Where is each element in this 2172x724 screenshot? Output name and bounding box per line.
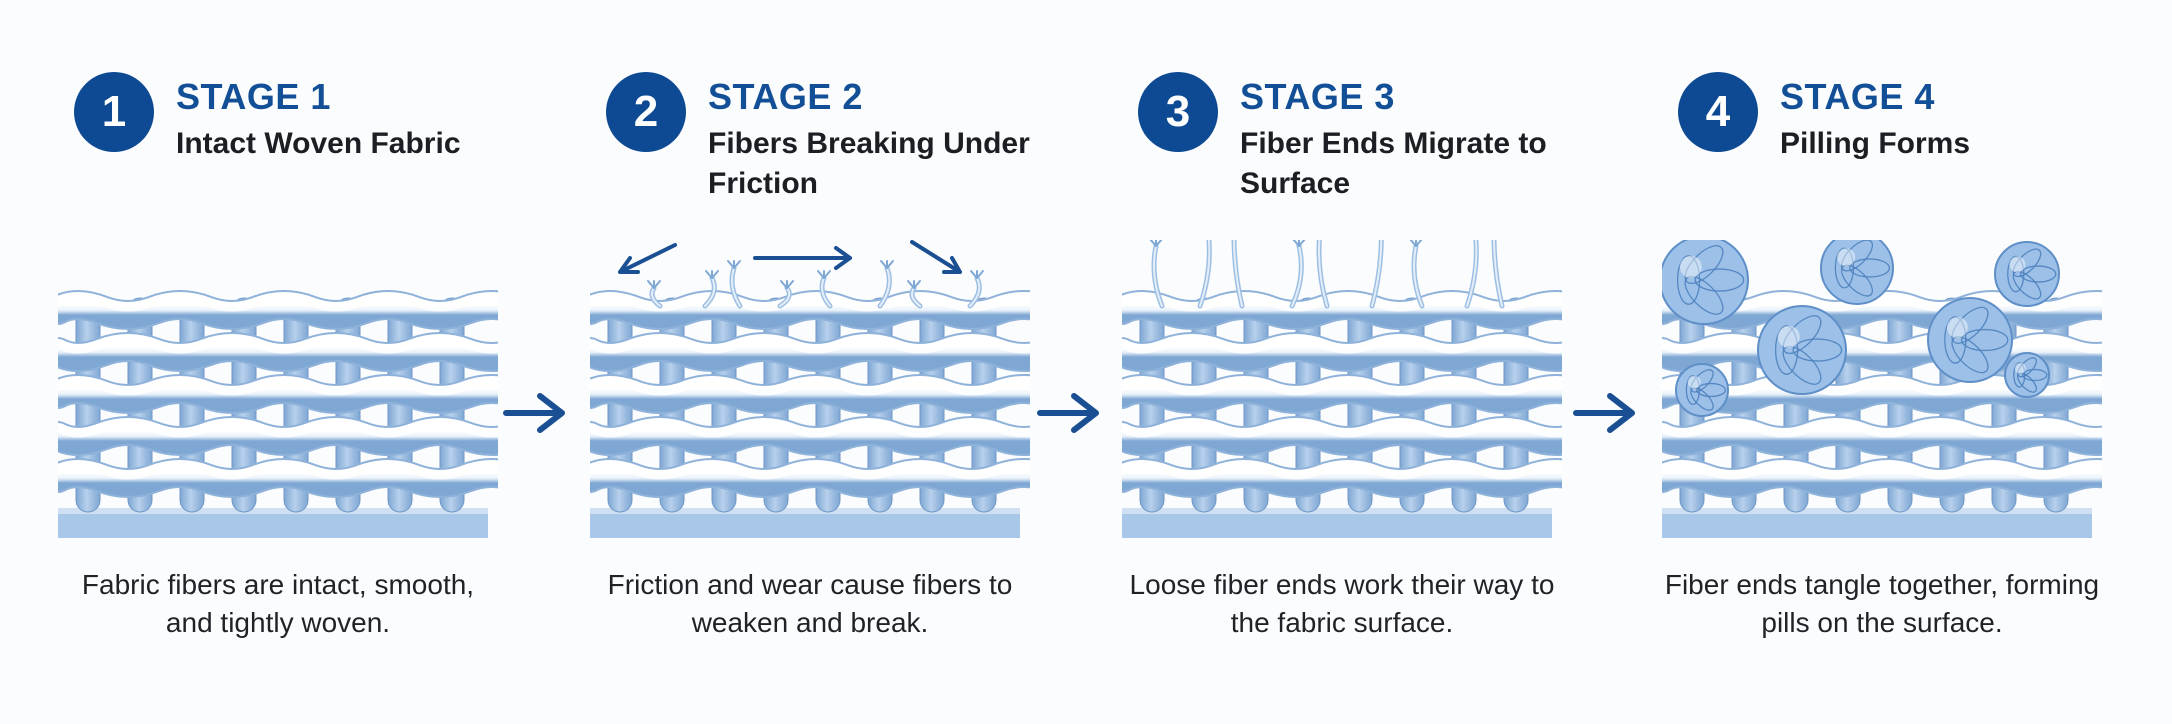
stage-1: 1 STAGE 1 Intact Woven Fabric Fabric fib… [58, 0, 518, 724]
stage-number-badge: 3 [1138, 72, 1218, 152]
fabric-weave [1122, 298, 1562, 538]
stage-label: STAGE 4 [1780, 76, 1935, 118]
stage-4: 4 STAGE 4 Pilling Forms Fiber ends tangl… [1662, 0, 2122, 724]
stage-number-badge: 2 [606, 72, 686, 152]
stage-title: Pilling Forms [1780, 124, 2110, 164]
pilling-illustration [1662, 240, 2102, 540]
stage-2: 2 STAGE 2 Fibers Breaking Under Friction… [590, 0, 1050, 724]
stage-caption: Fiber ends tangle together, forming pill… [1662, 566, 2102, 642]
intact-fabric-illustration [58, 240, 498, 540]
arrow-right-icon [1572, 390, 1642, 436]
arrow-right-icon [502, 390, 572, 436]
stage-caption: Friction and wear cause fibers to weaken… [590, 566, 1030, 642]
stage-3: 3 STAGE 3 Fiber Ends Migrate to Surface … [1122, 0, 1582, 724]
friction-arrows [620, 242, 960, 272]
breaking-fibers-illustration [590, 240, 1030, 540]
fabric-weave [1662, 298, 2102, 538]
stage-label: STAGE 2 [708, 76, 863, 118]
stage-caption: Loose fiber ends work their way to the f… [1122, 566, 1562, 642]
stage-label: STAGE 1 [176, 76, 331, 118]
migrating-fibers-illustration [1122, 240, 1562, 540]
fabric-weave [58, 298, 498, 538]
stage-title: Fiber Ends Migrate to Surface [1240, 124, 1570, 204]
fabric-weave [590, 298, 1030, 538]
stage-caption: Fabric fibers are intact, smooth, and ti… [58, 566, 498, 642]
stage-title: Fibers Breaking Under Friction [708, 124, 1038, 204]
stage-number-badge: 1 [74, 72, 154, 152]
stage-number-badge: 4 [1678, 72, 1758, 152]
stage-title: Intact Woven Fabric [176, 124, 506, 164]
arrow-right-icon [1036, 390, 1106, 436]
stage-label: STAGE 3 [1240, 76, 1395, 118]
